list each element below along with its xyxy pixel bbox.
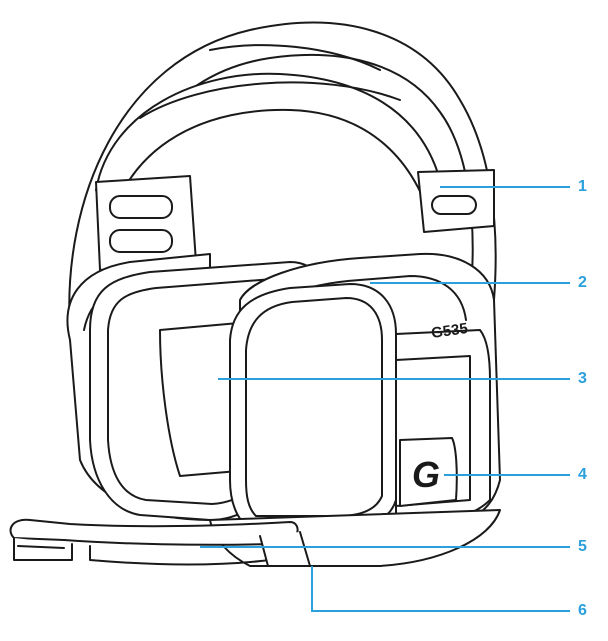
leader-lines [200, 186, 570, 612]
callout-number-5: 5 [578, 538, 587, 555]
callout-number-1: 1 [578, 178, 587, 195]
callout-number-2: 2 [578, 274, 587, 291]
callout-number-6: 6 [578, 602, 587, 619]
model-label: G535 [430, 320, 469, 342]
leader-line-6 [311, 566, 570, 612]
callout-number-3: 3 [578, 370, 587, 387]
logo-panel [399, 437, 458, 507]
mic-boom [9, 518, 299, 546]
callout-number-4: 4 [578, 466, 587, 483]
g-logo-icon: G [412, 454, 440, 495]
